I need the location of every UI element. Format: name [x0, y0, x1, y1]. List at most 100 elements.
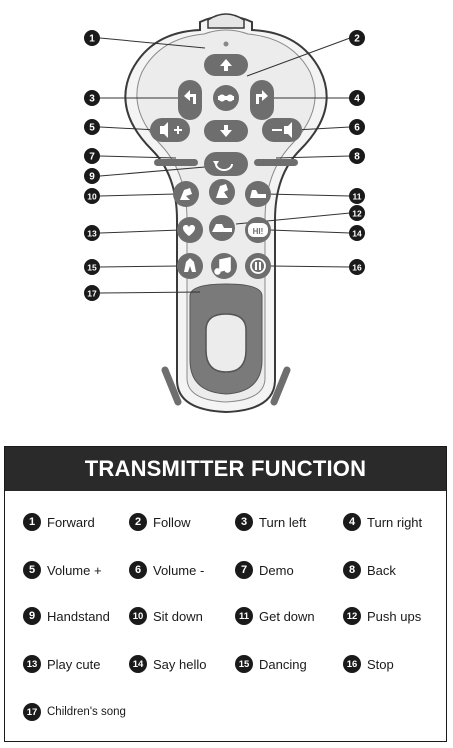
legend-label: Play cute: [47, 656, 101, 672]
legend-number: 12: [343, 607, 361, 625]
legend-item-7: 7 Demo: [235, 559, 294, 581]
legend-title: TRANSMITTER FUNCTION: [5, 447, 446, 491]
legend-label: Push ups: [367, 608, 422, 624]
dance-icon: [184, 258, 196, 272]
callout-marker-14: 14: [349, 225, 365, 241]
music-note-icon: [214, 257, 231, 275]
callout-number: 17: [87, 289, 97, 299]
legend-label: Back: [367, 562, 396, 578]
dancing-button[interactable]: [177, 253, 203, 279]
legend-label: Sit down: [153, 608, 203, 624]
legend-number: 11: [235, 607, 253, 625]
get-down-button[interactable]: [245, 181, 271, 207]
legend-item-6: 6 Volume -: [129, 559, 204, 581]
legend-number: 6: [129, 561, 147, 579]
legend-number: 9: [23, 607, 41, 625]
callout-marker-2: 2: [349, 30, 365, 46]
callout-number: 12: [352, 209, 362, 219]
arrow-up-icon: [220, 59, 232, 71]
callout-marker-9: 9: [84, 168, 100, 184]
action-button[interactable]: [209, 179, 235, 205]
childrens-song-button[interactable]: [211, 253, 237, 279]
volume-down-button[interactable]: [262, 118, 302, 142]
push-ups-button[interactable]: [209, 215, 235, 241]
legend-number: 1: [23, 513, 41, 531]
callout-number: 11: [353, 192, 362, 202]
callout-number: 4: [354, 94, 360, 105]
legend-label: Follow: [153, 514, 191, 530]
legend-label: Demo: [259, 562, 294, 578]
forward-button[interactable]: [204, 54, 248, 76]
callout-number: 7: [89, 152, 95, 163]
legend-label: Volume -: [153, 562, 205, 578]
pushup-icon: [212, 224, 232, 232]
callout-marker-15: 15: [84, 259, 100, 275]
callout-number: 15: [87, 263, 97, 273]
callout-marker-8: 8: [349, 148, 365, 164]
legend-number: 3: [235, 513, 253, 531]
callout-number: 1: [89, 34, 95, 45]
legend-item-12: 12 Push ups: [343, 605, 421, 627]
legend-label: Forward: [47, 514, 95, 530]
handstand-button[interactable]: [204, 152, 248, 176]
dog-lie-icon: [250, 190, 266, 198]
callout-number: 2: [354, 34, 360, 45]
legend-label: Stop: [367, 656, 394, 672]
legend-number: 14: [129, 655, 147, 673]
legend-number: 7: [235, 561, 253, 579]
say-hello-button[interactable]: HI!: [245, 217, 271, 243]
callout-marker-10: 10: [84, 188, 100, 204]
callout-marker-7: 7: [84, 148, 100, 164]
legend-label: Handstand: [47, 608, 110, 624]
callout-number: 13: [87, 229, 97, 239]
callout-marker-3: 3: [84, 90, 100, 106]
leader-lines: [99, 37, 351, 294]
turn-left-button[interactable]: [178, 80, 202, 120]
play-cute-button[interactable]: [177, 217, 203, 243]
legend-number: 10: [129, 607, 147, 625]
follow-button[interactable]: [213, 85, 239, 111]
stop-button[interactable]: [245, 253, 271, 279]
legend-number: 15: [235, 655, 253, 673]
callout-marker-1: 1: [84, 30, 100, 46]
hello-icon: HI!: [253, 227, 264, 236]
callout-number: 5: [89, 123, 95, 134]
dog-sit-icon: [180, 188, 192, 200]
turn-right-icon: [256, 90, 268, 104]
callout-marker-5: 5: [84, 119, 100, 135]
volume-up-button[interactable]: [150, 118, 190, 142]
callout-number: 3: [89, 94, 95, 105]
callout-number: 6: [354, 123, 360, 134]
pause-icon: [250, 258, 266, 274]
heart-icon: [183, 225, 195, 236]
callout-marker-6: 6: [349, 119, 365, 135]
callout-marker-16: 16: [349, 259, 365, 275]
callout-marker-13: 13: [84, 225, 100, 241]
arrow-down-icon: [220, 125, 232, 137]
callout-number: 10: [87, 192, 97, 202]
remote-buttons: HI!: [150, 54, 302, 279]
legend-label: Volume +: [47, 562, 102, 578]
backward-button[interactable]: [204, 120, 248, 142]
callout-number: 14: [352, 229, 362, 239]
legend-number: 17: [23, 703, 41, 721]
turn-right-button[interactable]: [250, 80, 274, 120]
callout-marker-12: 12: [349, 205, 365, 221]
legend-label: Say hello: [153, 656, 207, 672]
sit-down-button[interactable]: [173, 181, 199, 207]
turn-left-icon: [184, 90, 196, 104]
speaker-icon: [160, 122, 168, 138]
dog-icon: [216, 184, 228, 198]
legend-item-10: 10 Sit down: [129, 605, 203, 627]
